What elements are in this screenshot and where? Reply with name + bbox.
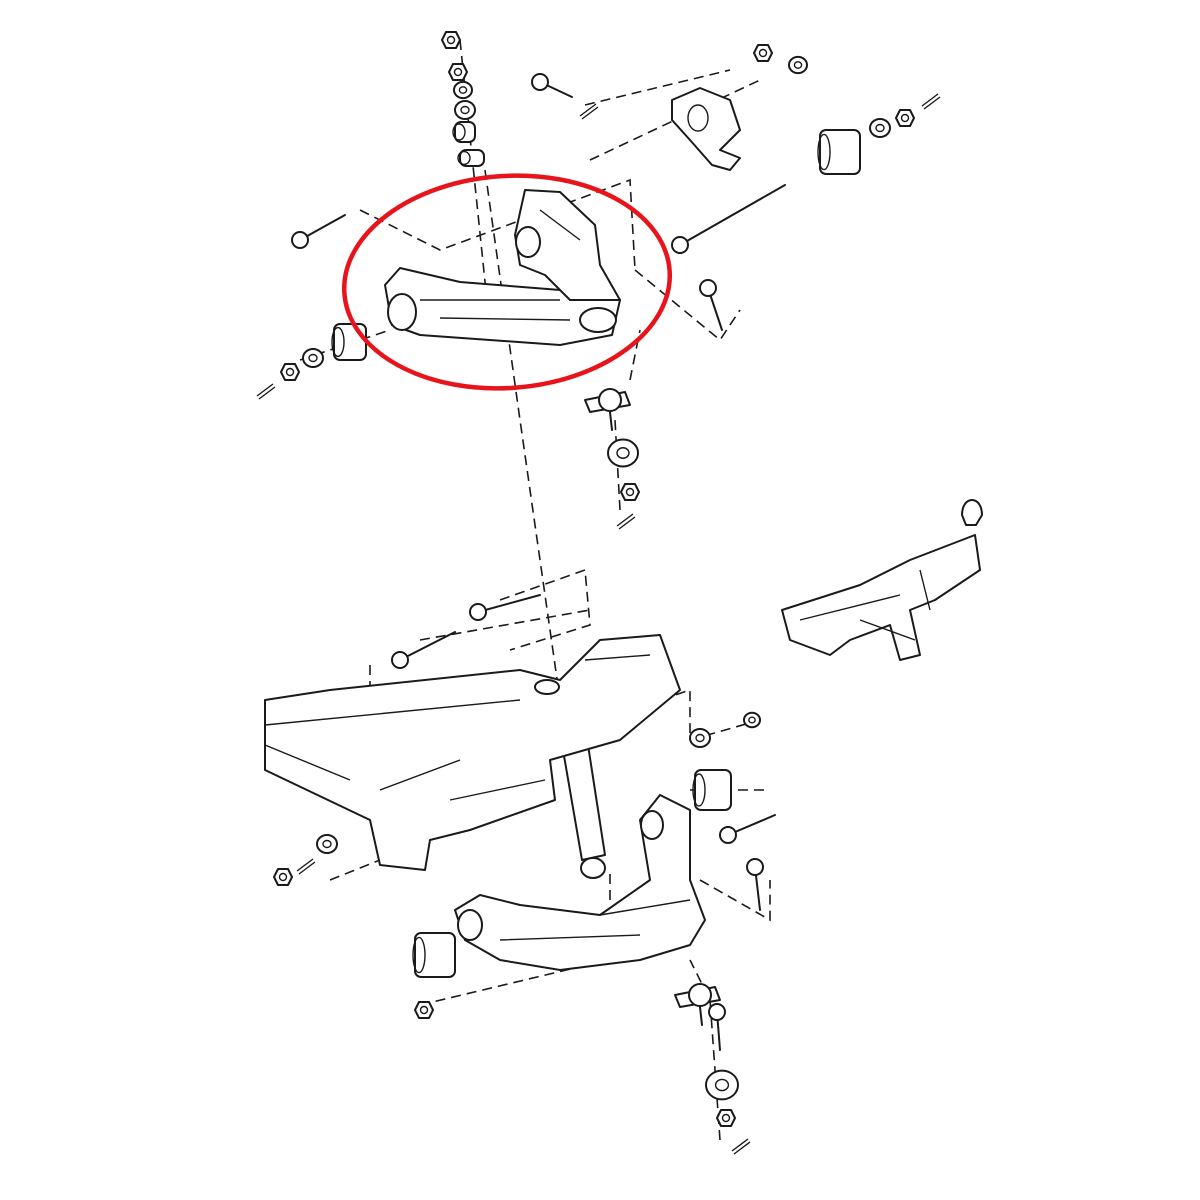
bushing-end	[692, 773, 706, 807]
washer-icon	[316, 834, 338, 854]
washer-icon	[607, 438, 639, 468]
bushing-end	[331, 326, 345, 358]
leader-line	[419, 609, 591, 641]
bolt-shank	[477, 594, 541, 613]
washer-hole	[748, 716, 756, 724]
nut-hole	[453, 67, 463, 77]
nut-icon	[441, 31, 461, 49]
washer-hole	[616, 447, 630, 459]
highlight-ellipse	[341, 173, 673, 391]
upper-control-arm	[384, 189, 621, 346]
washer-hole	[714, 1078, 730, 1092]
leader-line	[359, 178, 636, 271]
bolt-head-icon	[708, 1003, 726, 1021]
washer-hole	[308, 353, 318, 363]
leader-line	[329, 859, 381, 881]
bushing-end	[457, 150, 471, 166]
bushing-end	[452, 123, 466, 141]
frame-crossmember	[264, 634, 681, 871]
bolt-head-icon	[469, 603, 487, 621]
bolt-head-icon	[531, 73, 549, 91]
parts	[256, 31, 941, 1155]
cotter-pin-icon	[921, 93, 941, 110]
nut-hole	[625, 487, 635, 497]
bolt-head-icon	[719, 826, 737, 844]
washer-hole	[458, 86, 468, 94]
nut-icon	[414, 1001, 434, 1019]
ball-joint-icon	[598, 388, 622, 412]
washer-icon	[453, 80, 473, 100]
cotter-pin-icon	[616, 513, 636, 530]
leader-line	[629, 329, 641, 381]
washer-icon	[788, 55, 808, 75]
bushing-end	[412, 936, 426, 974]
bolt-head-icon	[746, 858, 764, 876]
idler-arm-icon	[671, 87, 741, 171]
leader-line	[484, 169, 561, 701]
frame-detail-inset	[781, 499, 983, 661]
ball-joint-stud	[609, 411, 613, 431]
cotter-pin-icon	[579, 103, 599, 120]
bolt-head-icon	[699, 279, 717, 297]
cotter-pin-icon	[256, 383, 276, 400]
lower-control-arm	[454, 794, 706, 971]
nut-icon	[716, 1109, 736, 1127]
washer-icon	[869, 118, 891, 138]
nut-hole	[419, 1005, 429, 1015]
washer-hole	[875, 123, 885, 133]
bolt-head-icon	[291, 231, 309, 249]
cotter-pin-icon	[296, 858, 316, 875]
bushing-icon	[694, 769, 732, 811]
bushing-icon	[819, 129, 861, 175]
nut-hole	[285, 367, 295, 377]
nut-icon	[280, 363, 300, 381]
leader-line	[584, 69, 731, 106]
nut-hole	[278, 872, 288, 882]
nut-hole	[446, 35, 456, 45]
washer-hole	[460, 105, 470, 115]
ball-joint-stud	[699, 1006, 703, 1026]
nut-hole	[758, 48, 768, 58]
nut-icon	[448, 63, 468, 81]
leader-line	[499, 568, 591, 651]
nut-hole	[900, 113, 910, 123]
cotter-pin-icon	[731, 1138, 751, 1155]
leader-line	[599, 688, 691, 740]
bushing-end	[817, 133, 831, 171]
washer-icon	[689, 728, 711, 748]
bolt-head-icon	[391, 651, 409, 669]
washer-icon	[743, 711, 761, 729]
leader-line	[699, 879, 771, 922]
washer-icon	[302, 348, 324, 368]
bushing-icon	[333, 323, 367, 361]
bolt-shank	[399, 631, 456, 661]
nut-icon	[620, 483, 640, 501]
leader-line	[634, 269, 741, 342]
ball-joint-icon	[688, 983, 712, 1007]
washer-icon	[454, 100, 476, 120]
leader-line	[689, 719, 761, 741]
idler-arm-bore	[687, 104, 709, 132]
bushing-icon	[414, 932, 456, 978]
washer-hole	[793, 61, 803, 69]
bushing-icon	[459, 149, 485, 167]
nut-hole	[721, 1113, 731, 1123]
bolt-head-icon	[671, 236, 689, 254]
nut-icon	[753, 44, 773, 62]
washer-hole	[695, 733, 705, 743]
nut-icon	[895, 109, 915, 127]
washer-hole	[322, 839, 332, 849]
bolt-shank	[679, 184, 786, 246]
washer-icon	[705, 1069, 739, 1101]
nut-icon	[273, 868, 293, 886]
